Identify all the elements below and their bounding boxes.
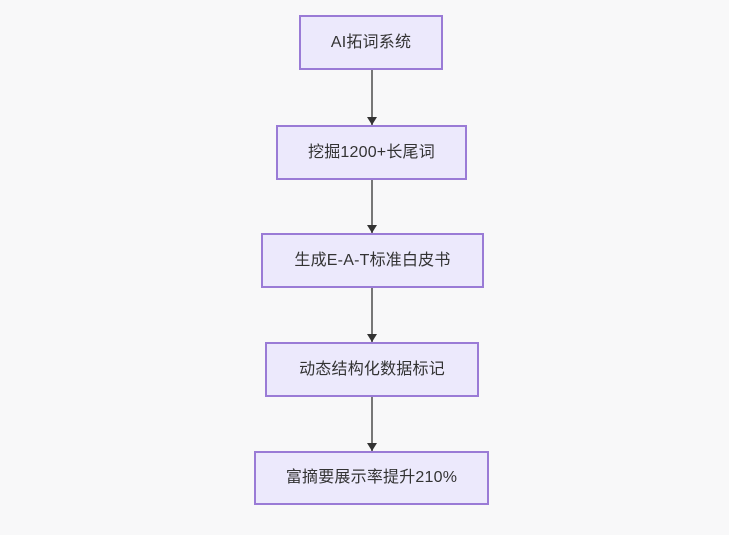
flow-node-rich-snippet-result[interactable]: 富摘要展示率提升210% — [254, 451, 489, 505]
arrowhead-icon — [367, 334, 377, 342]
flow-connector — [367, 180, 377, 233]
arrowhead-icon — [367, 443, 377, 451]
flow-node-label: 生成E-A-T标准白皮书 — [294, 251, 451, 269]
flow-node-generate-eat-whitepaper[interactable]: 生成E-A-T标准白皮书 — [261, 233, 484, 288]
flow-node-label: 动态结构化数据标记 — [299, 360, 445, 378]
flow-node-label: 挖掘1200+长尾词 — [308, 143, 435, 161]
flow-node-ai-keyword-system[interactable]: AI拓词系统 — [299, 15, 443, 70]
flow-connector — [367, 288, 377, 342]
flow-node-mine-longtail-keywords[interactable]: 挖掘1200+长尾词 — [276, 125, 467, 180]
flow-connector — [367, 70, 377, 125]
arrowhead-icon — [367, 225, 377, 233]
flow-node-dynamic-structured-data[interactable]: 动态结构化数据标记 — [265, 342, 479, 397]
flow-connector — [367, 397, 377, 451]
connector-line — [371, 397, 373, 451]
connector-line — [371, 70, 373, 125]
flow-node-label: AI拓词系统 — [330, 33, 412, 51]
connector-line — [371, 288, 373, 342]
flow-node-label: 富摘要展示率提升210% — [285, 469, 458, 487]
arrowhead-icon — [367, 117, 377, 125]
connector-line — [371, 180, 373, 233]
